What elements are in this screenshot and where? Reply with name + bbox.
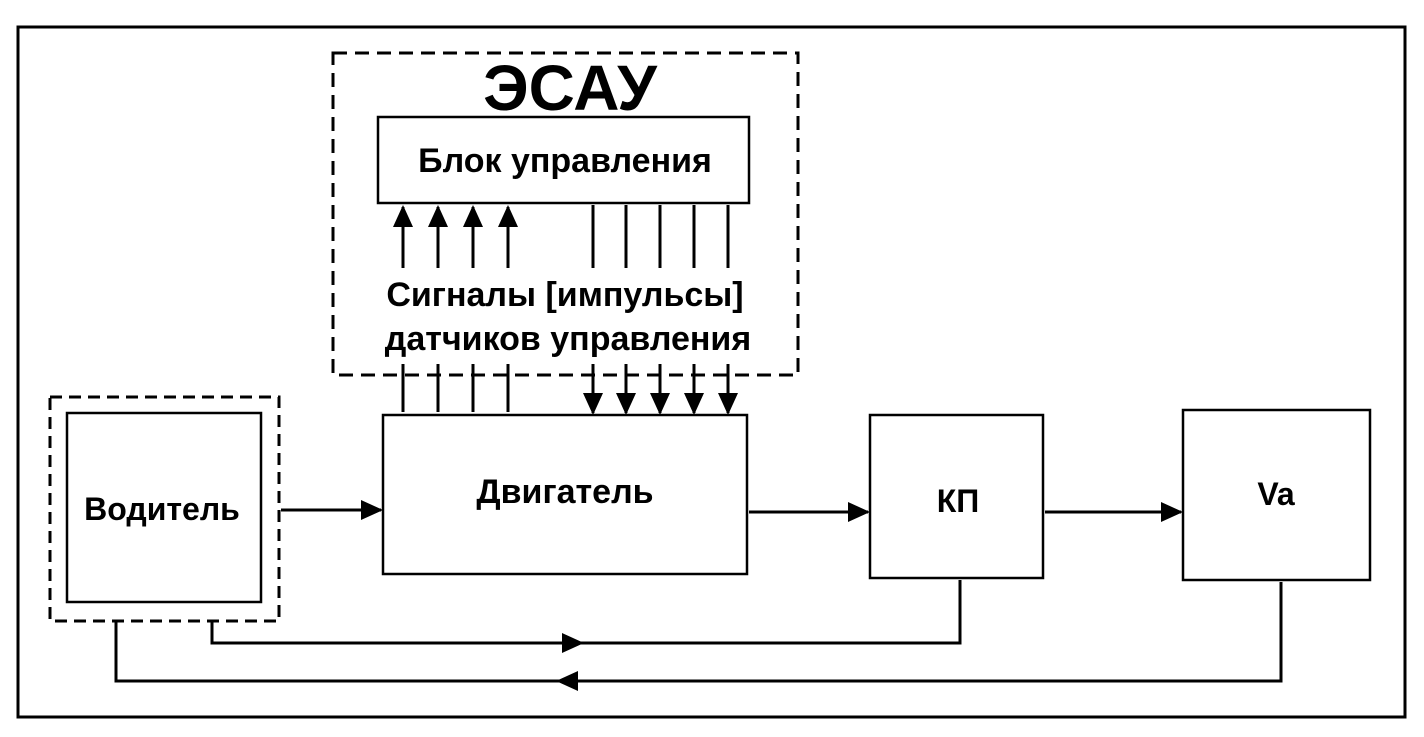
driver-boundary [48, 395, 281, 623]
feedback-speed-loop [114, 582, 1283, 683]
signals-text-mask [345, 268, 790, 364]
forward-flow [281, 500, 1183, 522]
control-unit-box [376, 115, 751, 205]
driver-label: Водитель [84, 491, 240, 527]
speed-label: Va [1257, 476, 1295, 512]
feedback-loops [114, 580, 1283, 691]
esau-title: ЭСАУ [483, 52, 658, 124]
signals-label-line2: датчиков управления [385, 320, 751, 358]
driver-box [65, 411, 263, 604]
gearbox-label: КП [937, 483, 980, 519]
engine-label: Двигатель [476, 473, 653, 511]
engine-box [381, 413, 749, 576]
signals-label-line1: Сигналы [импульсы] [386, 276, 743, 314]
esau-boundary [331, 51, 800, 377]
outer-frame [16, 25, 1407, 719]
feedback-gearbox-loop [210, 580, 962, 645]
gearbox-box [868, 413, 1045, 580]
speed-box [1181, 408, 1372, 582]
control-unit-label: Блок управления [418, 142, 712, 180]
